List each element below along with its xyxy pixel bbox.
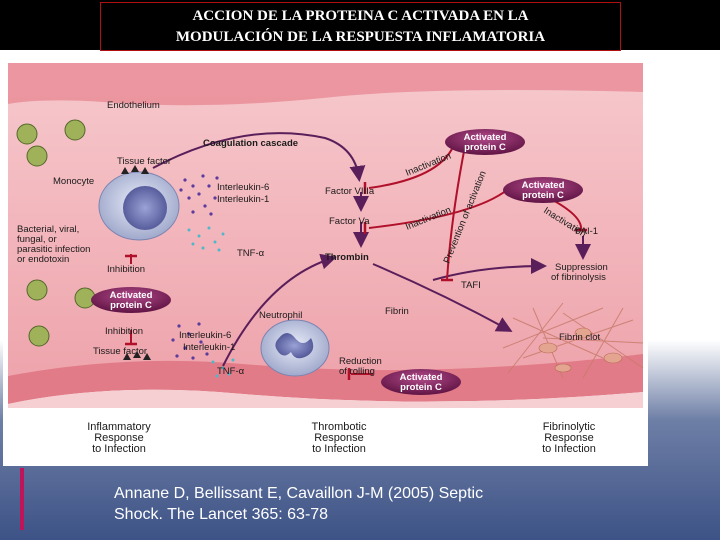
apc-pill-left <box>91 287 171 313</box>
inhibition-bars <box>125 182 587 380</box>
factor-viiia-label: Factor VIIIa <box>325 186 375 197</box>
apc-top-label-2: protein C <box>464 142 506 153</box>
apc-top-label-1: Activated <box>464 132 507 143</box>
bacteria <box>16 119 96 347</box>
inflammatory-label-1: Inflammatory <box>87 421 151 433</box>
citation-line-2: Shock. The Lancet 365: 63-78 <box>114 506 329 523</box>
slide-title-line-1: ACCION DE LA PROTEINA C ACTIVADA EN LA <box>192 7 529 24</box>
thrombotic-label-1: Thrombotic <box>311 421 367 433</box>
apc-pill-right <box>503 177 583 203</box>
neutrophil-nucleus <box>275 333 314 359</box>
red-cells <box>538 327 623 373</box>
pai1-label: PAI-1 <box>575 226 598 237</box>
inhibition-lines <box>130 141 583 375</box>
interleukin6-top-label: Interleukin-6 <box>217 182 269 193</box>
fibrinolytic-label-3: to Infection <box>542 443 596 455</box>
apc-pathway-figure: Activated protein C Activated protein C … <box>3 58 648 466</box>
apc-right-label-2: protein C <box>522 190 564 201</box>
apc-left-label-1: Activated <box>110 290 153 301</box>
inflammatory-label-2: Response <box>94 432 144 444</box>
thrombin-label: Thrombin <box>325 252 369 263</box>
monocyte-label: Monocyte <box>53 176 94 187</box>
endothelium-top <box>8 63 643 106</box>
apc-pill-bottom <box>381 369 461 395</box>
tissue-layer <box>8 389 643 408</box>
interleukin6-bottom-label: Interleukin-6 <box>179 330 231 341</box>
bacterial-label-4: or endotoxin <box>17 254 69 265</box>
tafi-label: TAFI <box>461 280 481 291</box>
interleukin1-top-label: Interleukin-1 <box>217 194 269 205</box>
monocyte-nucleus <box>123 186 167 230</box>
reduction-label-1: Reduction <box>339 356 382 367</box>
inhibition-top-label: Inhibition <box>107 264 145 275</box>
interleukin1-bottom-label: Interleukin-1 <box>183 342 235 353</box>
apc-bottom-label-2: protein C <box>400 382 442 393</box>
thrombotic-label-2: Response <box>314 432 364 444</box>
fibrinolytic-label-1: Fibrinolytic <box>543 421 596 433</box>
tnf-bottom-label: TNF-α <box>217 366 245 377</box>
citation: Annane D, Bellissant E, Cavaillon J-M (2… <box>114 483 554 525</box>
tissue-factor-markers <box>121 165 151 360</box>
coagulation-cascade-label: Coagulation cascade <box>203 138 298 149</box>
inhibition-bottom-label: Inhibition <box>105 326 143 337</box>
fibrin-clot-label: Fibrin clot <box>559 332 601 343</box>
factor-va-label: Factor Va <box>329 216 370 227</box>
bacterial-label-3: parasitic infection <box>17 244 90 255</box>
tissue-factor-bottom-label: Tissue factor <box>93 346 147 357</box>
slide-title: ACCION DE LA PROTEINA C ACTIVADA EN LA M… <box>100 2 621 51</box>
citation-line-1: Annane D, Bellissant E, Cavaillon J-M (2… <box>114 485 484 502</box>
pathway-arrows <box>152 132 591 367</box>
endothelium-label: Endothelium <box>107 100 160 111</box>
reduction-label-2: of rolling <box>339 366 375 377</box>
apc-left-label-2: protein C <box>110 300 152 311</box>
tnf-dots-top <box>187 226 225 252</box>
inflammatory-label-3: to Infection <box>92 443 146 455</box>
apc-pill-top <box>445 129 525 155</box>
apc-bottom-label-1: Activated <box>400 372 443 383</box>
fibrin-label: Fibrin <box>385 306 409 317</box>
tissue-factor-top-label: Tissue factor <box>117 156 171 167</box>
fibrinolytic-label-2: Response <box>544 432 594 444</box>
pathway-diagram: Activated protein C Activated protein C … <box>3 58 648 466</box>
thrombotic-label-3: to Infection <box>312 443 366 455</box>
neutrophil-label: Neutrophil <box>259 310 302 321</box>
suppression-label-2: of fibrinolysis <box>551 272 606 283</box>
apc-right-label-1: Activated <box>522 180 565 191</box>
tnf-dots-bottom <box>211 358 235 378</box>
bacterial-label-2: fungal, or <box>17 234 57 245</box>
suppression-label-1: Suppression <box>555 262 608 273</box>
cytokine-dots-bottom <box>171 322 209 360</box>
slide-title-line-2: MODULACIÓN DE LA RESPUESTA INFLAMATORIA <box>175 28 546 45</box>
tnf-top-label: TNF-α <box>237 248 265 259</box>
cytokine-dots-top <box>179 174 219 216</box>
bacterial-label-1: Bacterial, viral, <box>17 224 79 235</box>
accent-bar <box>20 468 24 530</box>
endothelium-bottom <box>8 354 643 404</box>
